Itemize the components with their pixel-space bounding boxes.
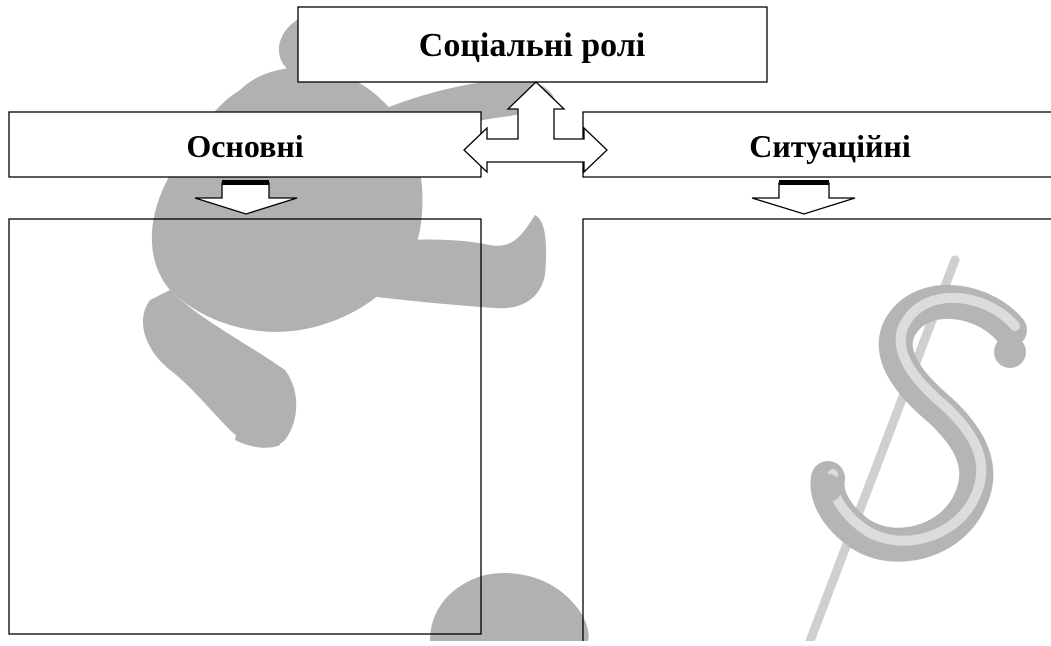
right-branch-label: Ситуаційні — [749, 128, 911, 164]
left-content-box — [8, 218, 482, 635]
dollar-sign-watermark — [805, 255, 1027, 646]
right-content-box — [582, 218, 1051, 641]
root-node-label: Соціальні ролі — [419, 27, 645, 64]
diagram-layer: Соціальні ролі Основні Ситуаційні — [8, 6, 1051, 641]
three-way-connector-arrow — [463, 81, 608, 174]
right-branch-header: Ситуаційні — [582, 111, 1051, 178]
watermark-layer — [142, 11, 1027, 646]
right-down-arrow — [751, 180, 856, 215]
root-node: Соціальні ролі — [297, 6, 768, 83]
left-branch-label: Основні — [186, 128, 303, 164]
left-down-arrow — [194, 180, 298, 215]
left-branch-header: Основні — [8, 111, 482, 178]
